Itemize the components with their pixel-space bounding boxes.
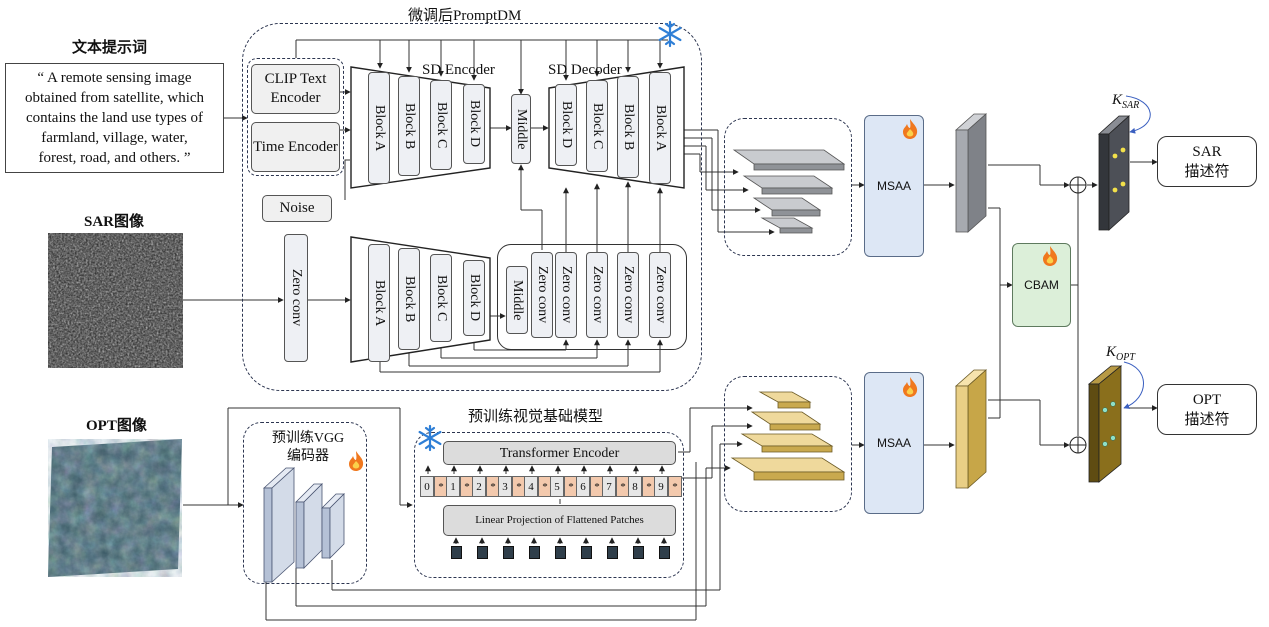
opt-feature-pyramid (730, 391, 846, 481)
opt-feature-pyramid-frame (724, 376, 852, 512)
prompt-header: 文本提示词 (72, 40, 148, 56)
token-index: 2 (472, 476, 486, 497)
opt-kernel (1087, 365, 1123, 483)
sar-feature-pyramid (732, 149, 846, 234)
k-sar-label: KSAR (1112, 92, 1140, 111)
image-patch (607, 546, 618, 559)
image-patch (529, 546, 540, 559)
decoder-block-d: Block D (555, 84, 577, 166)
flame-icon (1043, 246, 1058, 266)
control-block-a: Block A (368, 244, 390, 362)
image-patch (477, 546, 488, 559)
zero-conv-4: Zero conv (649, 252, 671, 338)
control-block-d: Block D (463, 260, 485, 336)
text-time-encoder-group (247, 58, 344, 176)
flame-icon (349, 451, 364, 471)
image-patch (581, 546, 592, 559)
vgg-encoder-frame (243, 422, 367, 584)
token-index: 7 (602, 476, 616, 497)
prompt-line: “ A remote sensing image (37, 70, 192, 86)
sar-kernel (1097, 115, 1131, 231)
token-mark: * (668, 476, 682, 497)
zero-conv-0: Zero conv (531, 252, 553, 338)
snowflake-icon (658, 20, 682, 48)
token-index: 5 (550, 476, 564, 497)
image-patch (633, 546, 644, 559)
sum-node-sar (1069, 176, 1087, 194)
control-block-b: Block B (398, 248, 420, 350)
promptdm-title: 微调后PromptDM (408, 8, 522, 24)
image-patch (451, 546, 462, 559)
token-index: 0 (420, 476, 434, 497)
encoder-block-c: Block C (430, 80, 452, 170)
linear-projection: Linear Projection of Flattened Patches (443, 505, 676, 536)
k-opt-label: KOPT (1106, 344, 1135, 363)
prompt-line: farmland, village, water, (41, 130, 188, 146)
zero-conv-3: Zero conv (617, 252, 639, 338)
encoder-block-d: Block D (463, 84, 485, 164)
token-index: 9 (654, 476, 668, 497)
token-index: 8 (628, 476, 642, 497)
sd-decoder-label: SD Decoder (548, 62, 622, 78)
zero-conv-1: Zero conv (555, 252, 577, 338)
msaa-opt: MSAA (864, 372, 924, 514)
promptdm-frame (242, 23, 702, 391)
image-patch (555, 546, 566, 559)
prompt-line: forest, road, and others. ” (38, 150, 191, 166)
encoder-block-b: Block B (398, 76, 420, 176)
flame-icon (903, 119, 918, 139)
control-middle-block: Middle (506, 266, 528, 334)
sar-feature-pyramid-frame (724, 118, 852, 256)
prompt-text-box: “ A remote sensing image obtained from s… (5, 63, 224, 173)
prompt-line: contains the land use types of (25, 110, 204, 126)
vgg-encoder-title: 预训练VGG 编码器 (271, 431, 345, 464)
encoder-block-a: Block A (368, 72, 390, 184)
clip-text-encoder: CLIP Text Encoder (251, 64, 340, 114)
sar-image-header: SAR图像 (84, 214, 145, 230)
flame-icon (903, 377, 918, 397)
prompt-line: obtained from satellite, which (24, 90, 205, 106)
vfm-title: 预训练视觉基础模型 (468, 407, 604, 425)
token-index: 3 (498, 476, 512, 497)
sd-encoder-label: SD Encoder (422, 62, 495, 78)
image-patch (503, 546, 514, 559)
vgg-layers (262, 467, 345, 583)
vfm-frame (414, 432, 684, 578)
cbam-module: CBAM (1012, 243, 1071, 327)
decoder-block-a: Block A (649, 72, 671, 184)
time-encoder: Time Encoder (251, 122, 340, 172)
token-index: 1 (446, 476, 460, 497)
snowflake-icon (418, 424, 442, 452)
zero-conv-2: Zero conv (586, 252, 608, 338)
decoder-block-c: Block C (586, 80, 608, 172)
zero-conv-input: Zero conv (284, 234, 308, 362)
sar-feature-map (954, 113, 988, 233)
transformer-encoder: Transformer Encoder (443, 441, 676, 465)
opt-feature-map (954, 369, 988, 489)
token-index: 4 (524, 476, 538, 497)
image-patch (659, 546, 670, 559)
decoder-block-b: Block B (617, 76, 639, 178)
msaa-sar: MSAA (864, 115, 924, 257)
token-index: 6 (576, 476, 590, 497)
noise-box: Noise (262, 195, 332, 222)
sum-node-opt (1069, 436, 1087, 454)
sar-image (48, 233, 183, 368)
zero-conv-group (497, 244, 687, 350)
control-block-c: Block C (430, 254, 452, 342)
opt-image-header: OPT图像 (86, 418, 147, 434)
opt-image (48, 439, 182, 577)
middle-block: Middle (511, 94, 531, 164)
